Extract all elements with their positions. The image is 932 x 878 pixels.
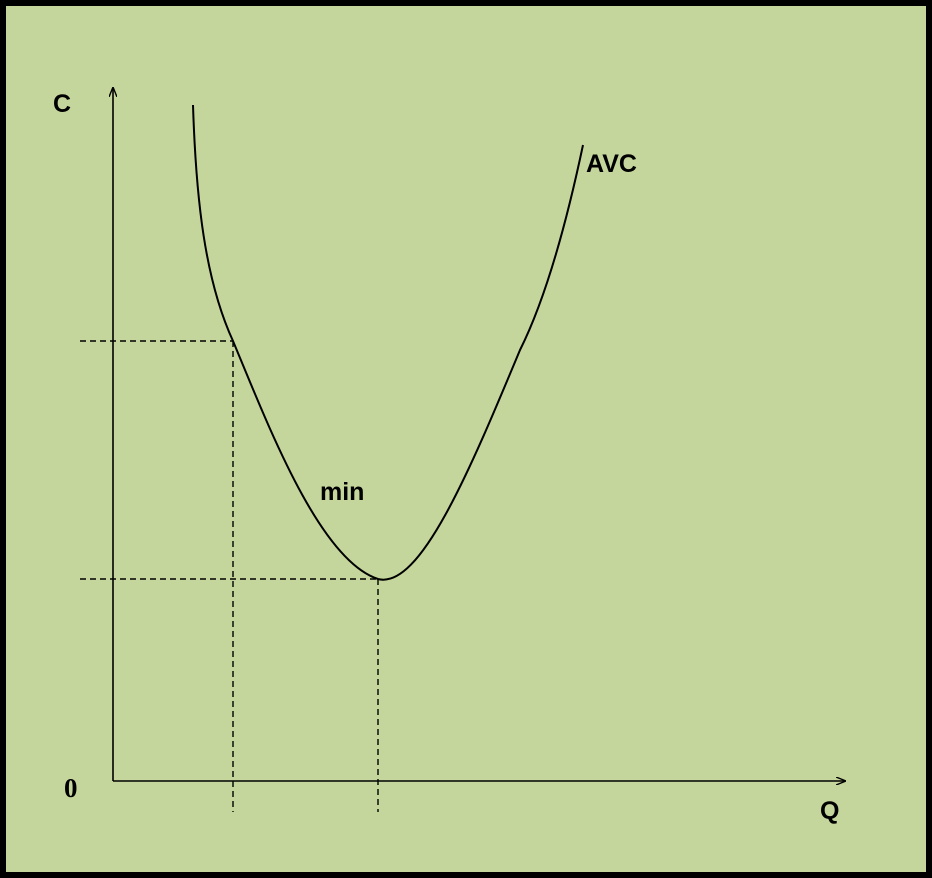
avc-curve <box>192 104 584 581</box>
avc-curve-label: AVC <box>586 150 637 178</box>
x-axis-label: Q <box>820 797 839 825</box>
dashed-guides <box>80 340 379 812</box>
y-axis-label: C <box>53 90 71 118</box>
origin-label: 0 <box>64 773 78 803</box>
min-point-label: min <box>320 478 364 506</box>
